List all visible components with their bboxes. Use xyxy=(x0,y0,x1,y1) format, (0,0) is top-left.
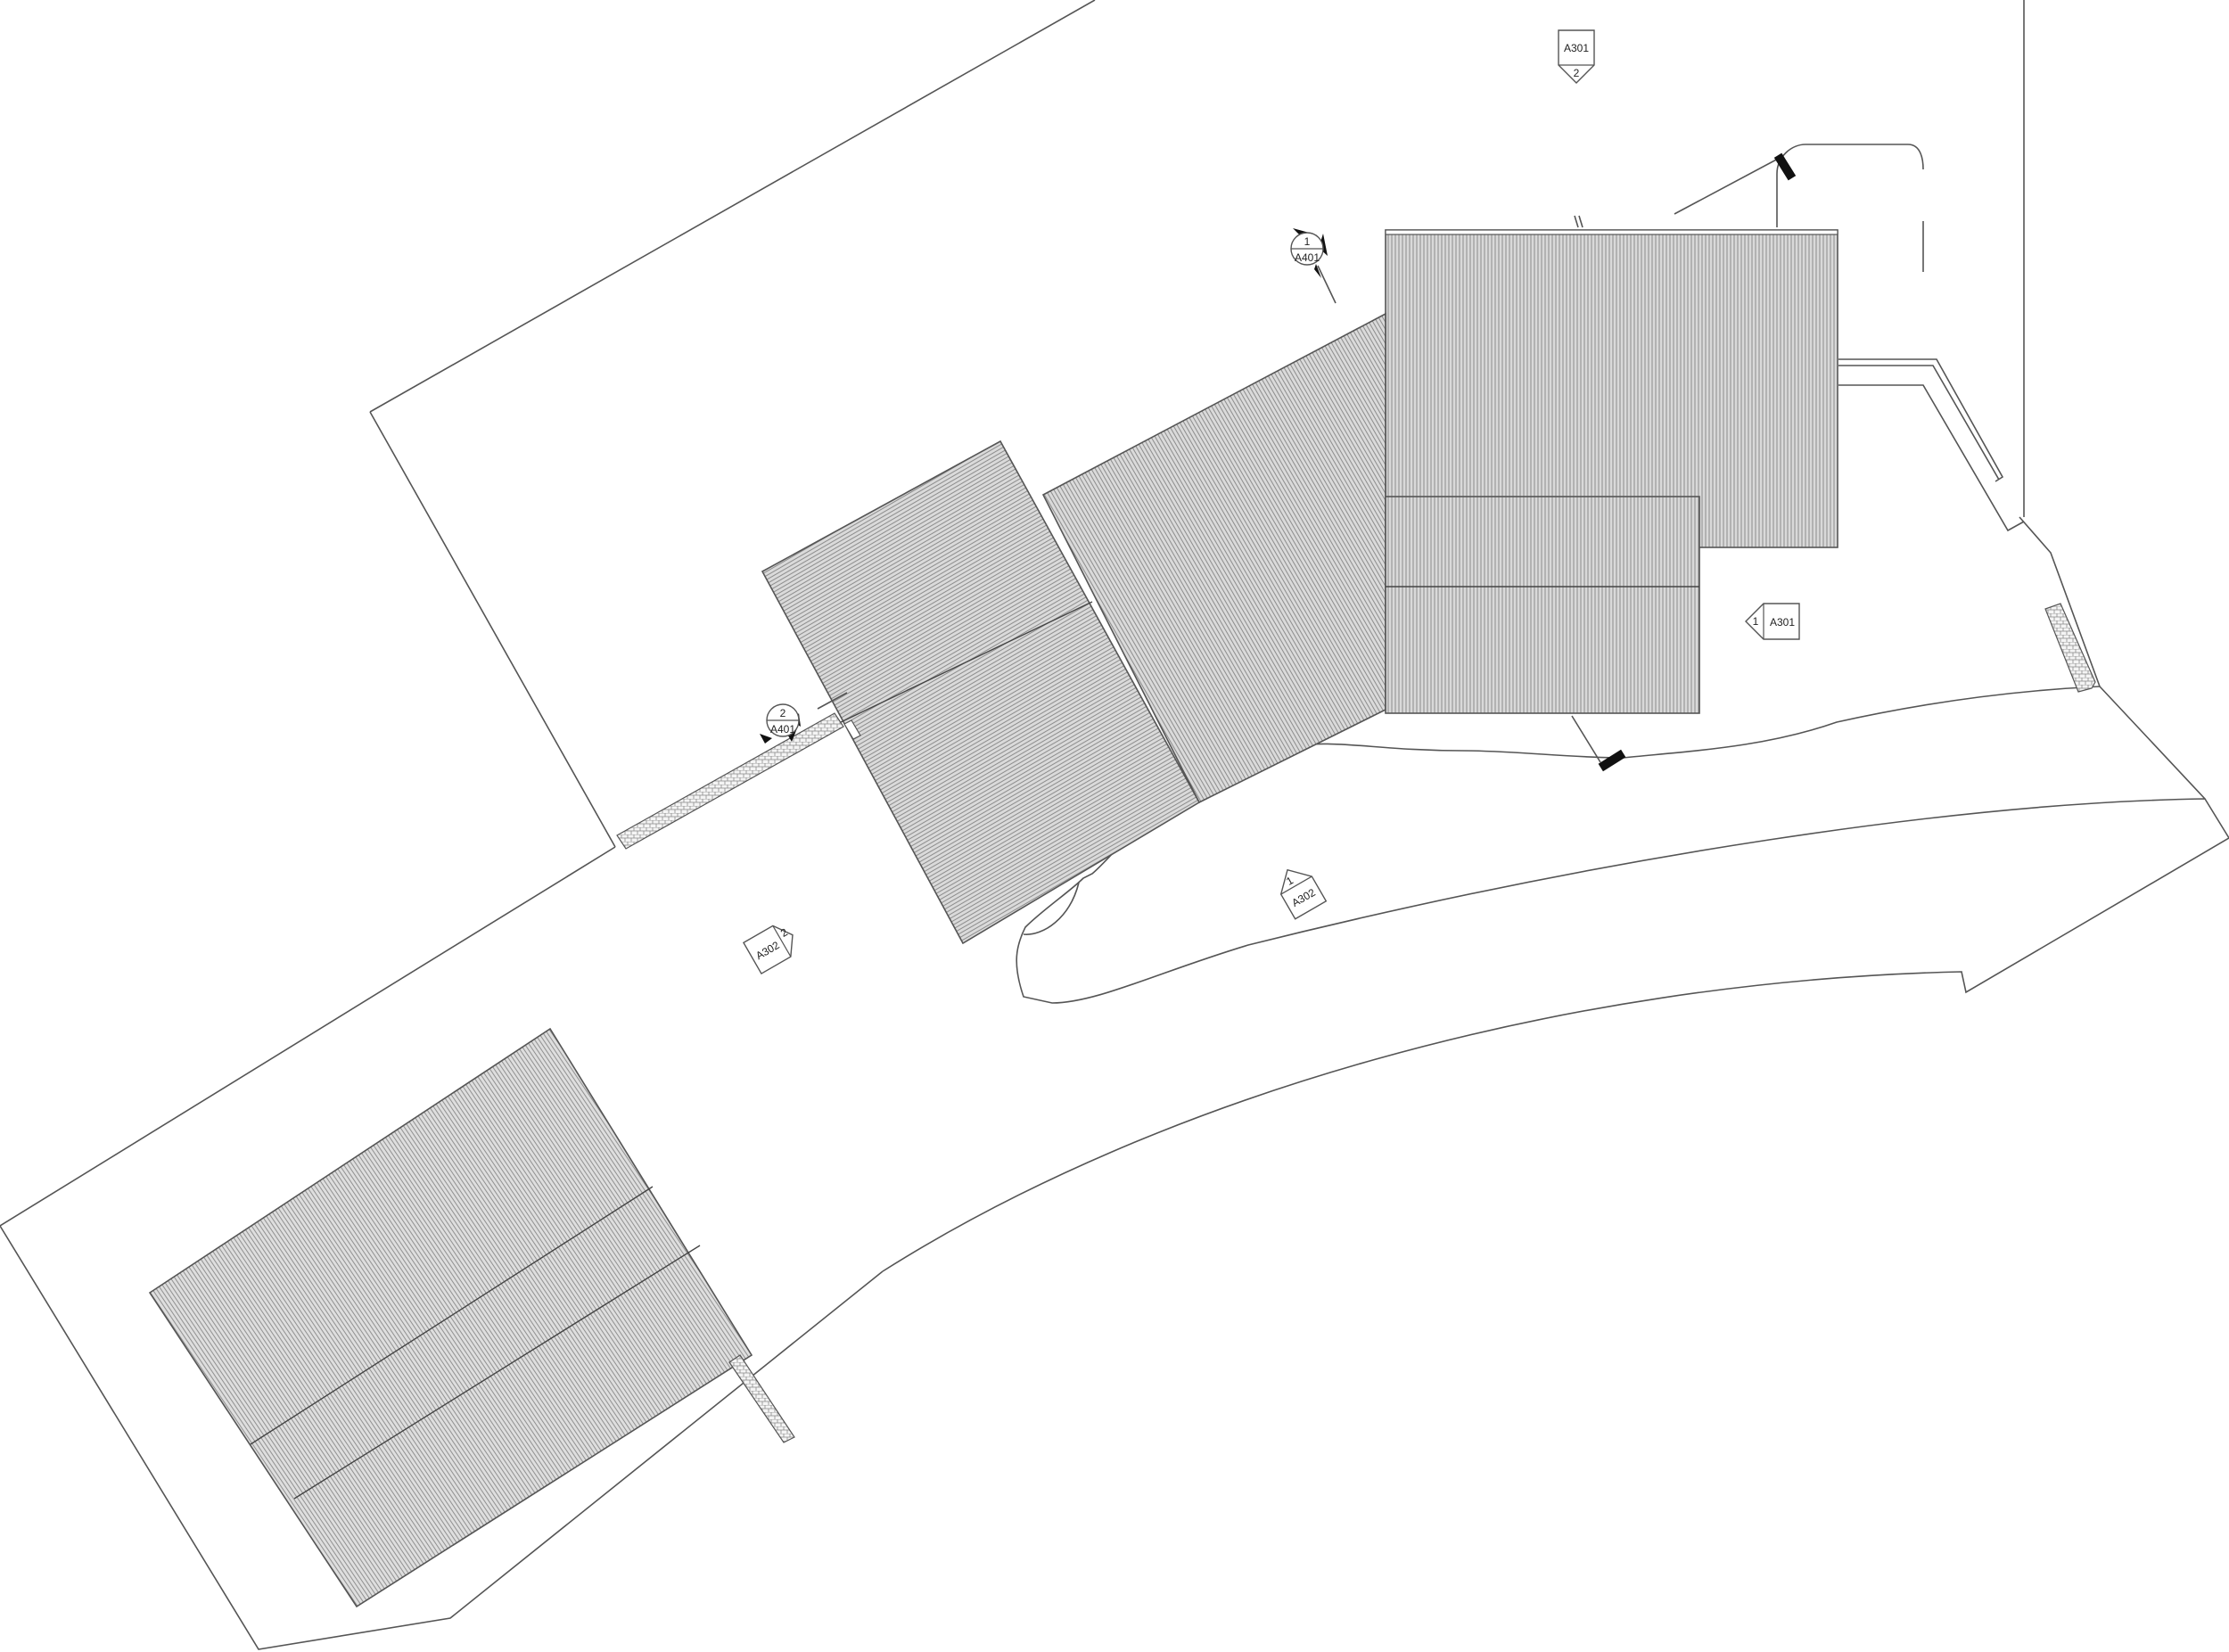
section-marker-2-a401[interactable]: 2 A401 xyxy=(760,703,801,744)
boundary-south-west-edge xyxy=(0,846,616,1227)
north-volume-roof xyxy=(1385,229,1838,548)
downpipe-2 xyxy=(1578,215,1583,228)
elevation-number-label: 2 xyxy=(1574,67,1580,79)
driveway-south-edge xyxy=(882,837,2229,1272)
section-number-label: 2 xyxy=(780,707,786,719)
main-house-south-volume xyxy=(1385,496,1700,714)
section-marker-1-a401[interactable]: 1 A401 xyxy=(1290,228,1337,304)
north-path-curve xyxy=(1776,144,1924,227)
section-arrow-icon xyxy=(1314,264,1321,278)
elevation-marker-frame xyxy=(1279,868,1328,920)
gate-south xyxy=(1598,749,1626,772)
elevation-marker-a301-1[interactable]: 1 A301 xyxy=(1745,603,1800,640)
elevation-sheet-label: A301 xyxy=(1770,616,1795,629)
terrace-edge-outer xyxy=(1838,358,2004,482)
elevation-marker-frame xyxy=(1745,603,1800,640)
outbuilding-roof xyxy=(148,1027,753,1608)
section-arrow-icon xyxy=(760,734,772,744)
stone-wall-west xyxy=(616,712,844,850)
wall-end-line xyxy=(817,692,848,710)
elevation-marker-a301-2[interactable]: A301 2 xyxy=(1558,29,1595,84)
gate-south-leader xyxy=(1571,715,1601,763)
main-house-north-volume xyxy=(1385,229,1838,548)
section-sheet-label: A401 xyxy=(770,723,795,736)
roof-parapet xyxy=(1385,229,1838,235)
section-cut-line xyxy=(1317,265,1337,304)
downpipe xyxy=(1574,215,1579,228)
turning-circle xyxy=(1023,882,1080,935)
gate-north xyxy=(1773,152,1797,181)
west-wing xyxy=(761,440,1201,945)
stone-wall-east xyxy=(2044,603,2096,693)
section-sheet-label: A401 xyxy=(1295,251,1320,264)
west-wing-ridge xyxy=(818,601,1093,734)
outbuilding xyxy=(148,1027,753,1608)
east-terrace xyxy=(1838,358,2025,532)
west-wing-roof xyxy=(761,440,1201,945)
driveway-east-edge xyxy=(2019,516,2206,800)
outbuilding-ridge-1 xyxy=(250,1186,654,1445)
section-number-label: 1 xyxy=(1304,235,1311,248)
north-fence-line xyxy=(1674,156,1782,215)
stone-wall-south xyxy=(728,1354,795,1443)
terrace-edge-inner xyxy=(1838,365,2000,481)
elevation-marker-frame xyxy=(1558,29,1595,84)
boundary-west-edge xyxy=(369,411,616,848)
south-volume-roof xyxy=(1385,496,1700,714)
outbuilding-ridge-2 xyxy=(293,1245,701,1500)
elevation-marker-a302-2[interactable]: A302 2 xyxy=(742,919,802,975)
wall-post xyxy=(843,719,861,740)
elevation-sheet-label: A301 xyxy=(1564,42,1589,54)
boundary-south-edge xyxy=(0,1225,884,1650)
boundary-north-edge xyxy=(369,0,1096,413)
elevation-number-label: 1 xyxy=(1753,615,1759,628)
elevation-marker-a302-1[interactable]: 1 A302 xyxy=(1272,861,1328,920)
terrace-step xyxy=(1838,384,2025,532)
site-boundary xyxy=(0,0,2025,1650)
